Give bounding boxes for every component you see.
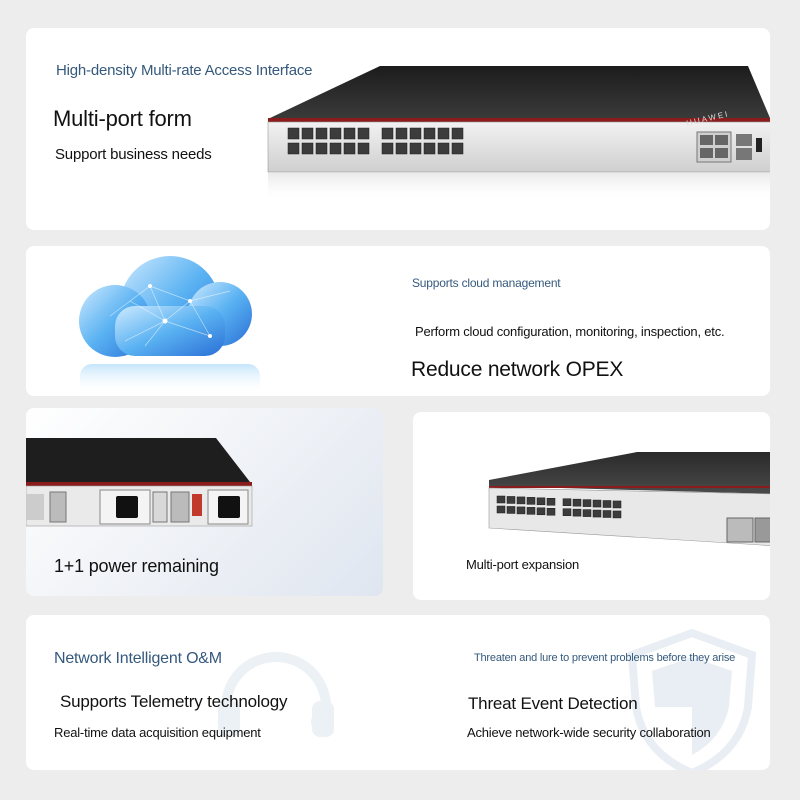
ethernet-port bbox=[612, 510, 622, 519]
ethernet-port bbox=[395, 127, 408, 140]
ethernet-port bbox=[301, 127, 314, 140]
ethernet-port bbox=[506, 506, 516, 514]
ethernet-port bbox=[343, 127, 356, 140]
ethernet-port bbox=[546, 508, 556, 516]
switch-front-image bbox=[267, 66, 770, 202]
ethernet-port bbox=[536, 497, 546, 506]
ethernet-port bbox=[423, 127, 436, 140]
ethernet-port bbox=[287, 127, 300, 140]
ethernet-port bbox=[301, 142, 314, 155]
cloud-title: Reduce network OPEX bbox=[411, 358, 624, 381]
power-title: 1+1 power remaining bbox=[54, 556, 219, 576]
ethernet-port bbox=[516, 506, 526, 515]
expansion-card: Multi-port expansion bbox=[413, 412, 770, 600]
ethernet-port bbox=[395, 142, 408, 155]
switch-angle-image bbox=[488, 452, 770, 546]
security-title: Threat Event Detection bbox=[468, 694, 638, 713]
cloud-card: Supports cloud management Perform cloud … bbox=[26, 246, 770, 396]
ethernet-port bbox=[536, 507, 546, 516]
access-card: HUAWEI High-density Multi-rate Access In… bbox=[26, 28, 770, 230]
ethernet-port bbox=[612, 500, 622, 509]
access-subtitle: Support business needs bbox=[55, 146, 212, 163]
ethernet-port bbox=[562, 498, 572, 506]
ethernet-port bbox=[582, 499, 592, 507]
om-title: Supports Telemetry technology bbox=[60, 692, 288, 711]
ethernet-port bbox=[451, 127, 464, 140]
ethernet-port bbox=[437, 127, 450, 140]
ethernet-port bbox=[329, 142, 342, 155]
security-subtitle: Achieve network-wide security collaborat… bbox=[467, 725, 711, 740]
power-supply-image bbox=[26, 438, 253, 527]
ethernet-port bbox=[602, 500, 612, 508]
power-card: 1+1 power remaining bbox=[26, 408, 383, 596]
ethernet-port bbox=[526, 497, 536, 505]
ethernet-port bbox=[381, 142, 394, 155]
ethernet-port bbox=[357, 127, 370, 140]
om-subtitle: Real-time data acquisition equipment bbox=[54, 725, 261, 740]
ethernet-port bbox=[409, 142, 422, 155]
ethernet-port bbox=[572, 508, 582, 517]
ethernet-port bbox=[526, 507, 536, 515]
ethernet-port bbox=[343, 142, 356, 155]
ethernet-port bbox=[409, 127, 422, 140]
om-security-card: Network Intelligent O&M Supports Telemet… bbox=[26, 615, 770, 770]
ethernet-port bbox=[592, 499, 602, 508]
ethernet-port bbox=[592, 509, 602, 518]
ethernet-port bbox=[329, 127, 342, 140]
ethernet-port bbox=[423, 142, 436, 155]
expansion-title: Multi-port expansion bbox=[466, 557, 580, 572]
ethernet-port bbox=[315, 142, 328, 155]
ethernet-port bbox=[496, 495, 506, 504]
ethernet-port bbox=[437, 142, 450, 155]
ethernet-port bbox=[381, 127, 394, 140]
cloud-icon bbox=[79, 256, 260, 394]
ethernet-port bbox=[315, 127, 328, 140]
ethernet-port bbox=[516, 496, 526, 505]
ethernet-port bbox=[572, 498, 582, 507]
ethernet-port bbox=[562, 508, 572, 516]
access-title: Multi-port form bbox=[53, 106, 192, 131]
telemetry-headset-icon bbox=[218, 652, 334, 737]
shield-icon bbox=[627, 628, 757, 770]
ethernet-port bbox=[582, 509, 592, 517]
ethernet-port bbox=[357, 142, 370, 155]
cloud-heading: Supports cloud management bbox=[412, 276, 561, 290]
ethernet-port bbox=[506, 496, 516, 504]
om-heading: Network Intelligent O&M bbox=[54, 650, 222, 667]
ethernet-port bbox=[546, 498, 556, 506]
ethernet-port bbox=[602, 510, 612, 518]
security-heading: Threaten and lure to prevent problems be… bbox=[474, 652, 736, 664]
access-heading: High-density Multi-rate Access Interface bbox=[56, 62, 313, 79]
ethernet-port bbox=[496, 505, 506, 514]
ethernet-port bbox=[287, 142, 300, 155]
ethernet-port bbox=[451, 142, 464, 155]
cloud-description: Perform cloud configuration, monitoring,… bbox=[415, 324, 725, 339]
